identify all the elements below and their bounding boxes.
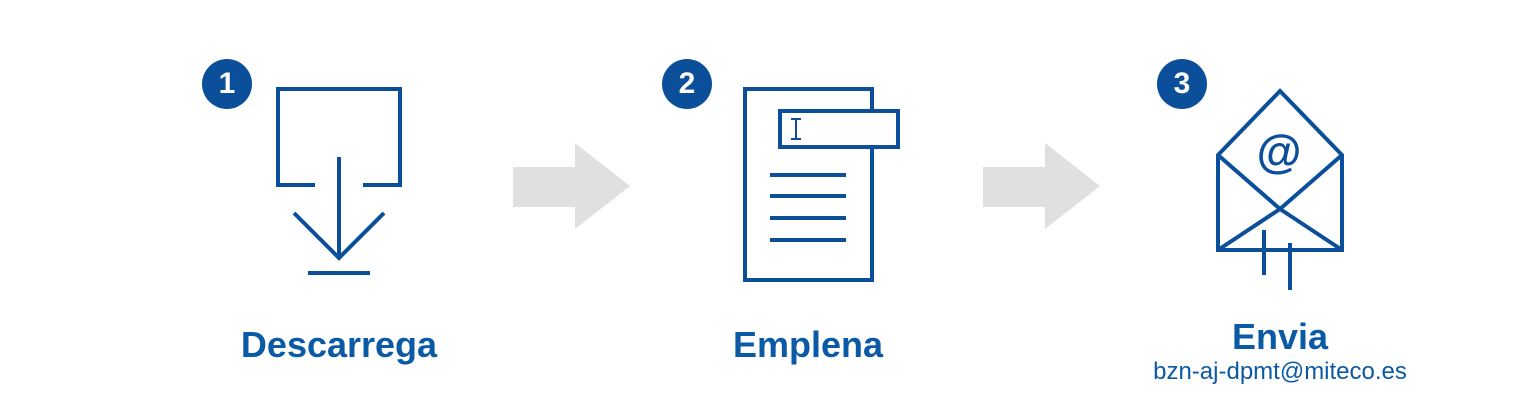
step-label: Envia [1231, 316, 1329, 357]
step-number-badge: 1 [202, 59, 252, 109]
arrow-right-icon [983, 143, 1100, 229]
email-envelope-icon: @ [1216, 88, 1344, 290]
text-cursor-icon [791, 118, 801, 140]
download-icon [276, 87, 402, 275]
step-label: Descarrega [240, 324, 438, 365]
step-number-badge: 3 [1157, 59, 1207, 109]
arrow-right-icon [513, 143, 630, 229]
step-number-badge: 2 [662, 59, 712, 109]
email-address[interactable]: bzn-aj-dpmt@miteco.es [1153, 358, 1407, 385]
form-document-icon [743, 87, 900, 282]
step-label: Emplena [732, 324, 884, 365]
at-sign-icon: @ [1257, 125, 1302, 177]
